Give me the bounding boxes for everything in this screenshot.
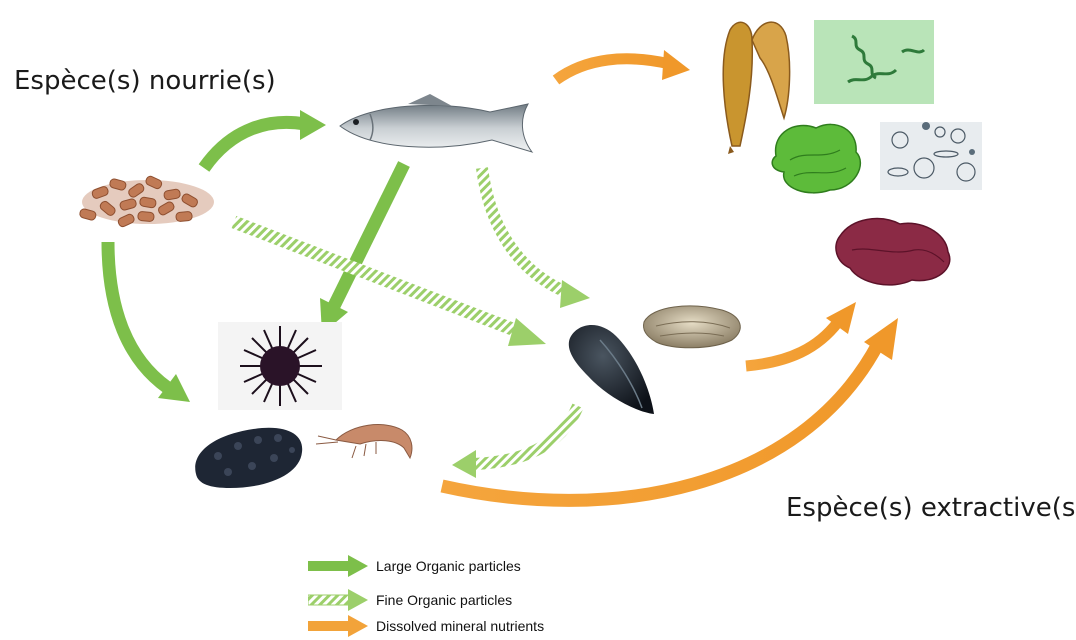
legend-item-dissolved: Dissolved mineral nutrients <box>308 613 544 639</box>
legend-label: Dissolved mineral nutrients <box>376 618 544 634</box>
kelp-icon <box>723 22 789 154</box>
fed-species-heading: Espèce(s) nourrie(s) <box>14 66 276 96</box>
sea-lettuce-icon <box>772 124 860 192</box>
legend-item-large-organic: Large Organic particles <box>308 553 521 579</box>
shrimp-icon <box>316 425 412 458</box>
oyster-icon <box>644 306 741 348</box>
sea-urchin-icon <box>218 322 342 410</box>
sea-cucumber-icon <box>195 428 302 488</box>
arrow-shellfish-to-algae <box>746 302 856 366</box>
arrow-pellets-to-fish <box>204 110 326 168</box>
arrow-pellets-to-sea-cucumber <box>108 242 190 402</box>
arrow-fish-to-algae <box>556 50 690 80</box>
extractive-species-heading: Espèce(s) extractive(s) <box>786 493 1076 523</box>
diatoms-icon <box>880 122 982 190</box>
mussel-icon <box>569 325 654 414</box>
arrow-fish-to-sea-urchin <box>320 164 404 334</box>
legend-label: Fine Organic particles <box>376 592 512 608</box>
fish-icon <box>340 94 532 152</box>
fine-organic-arrow-icon <box>308 589 368 611</box>
legend-item-fine-organic: Fine Organic particles <box>308 587 512 613</box>
arrow-mussel-to-sea-cucumber <box>452 406 578 478</box>
red-seaweed-icon <box>836 219 950 285</box>
spirulina-icon <box>814 20 934 104</box>
dissolved-nutrients-arrow-icon <box>308 615 368 637</box>
feed-pellets-icon <box>79 175 214 228</box>
large-organic-arrow-icon <box>308 555 368 577</box>
arrow-fish-to-mussel <box>482 168 590 308</box>
legend-label: Large Organic particles <box>376 558 521 574</box>
